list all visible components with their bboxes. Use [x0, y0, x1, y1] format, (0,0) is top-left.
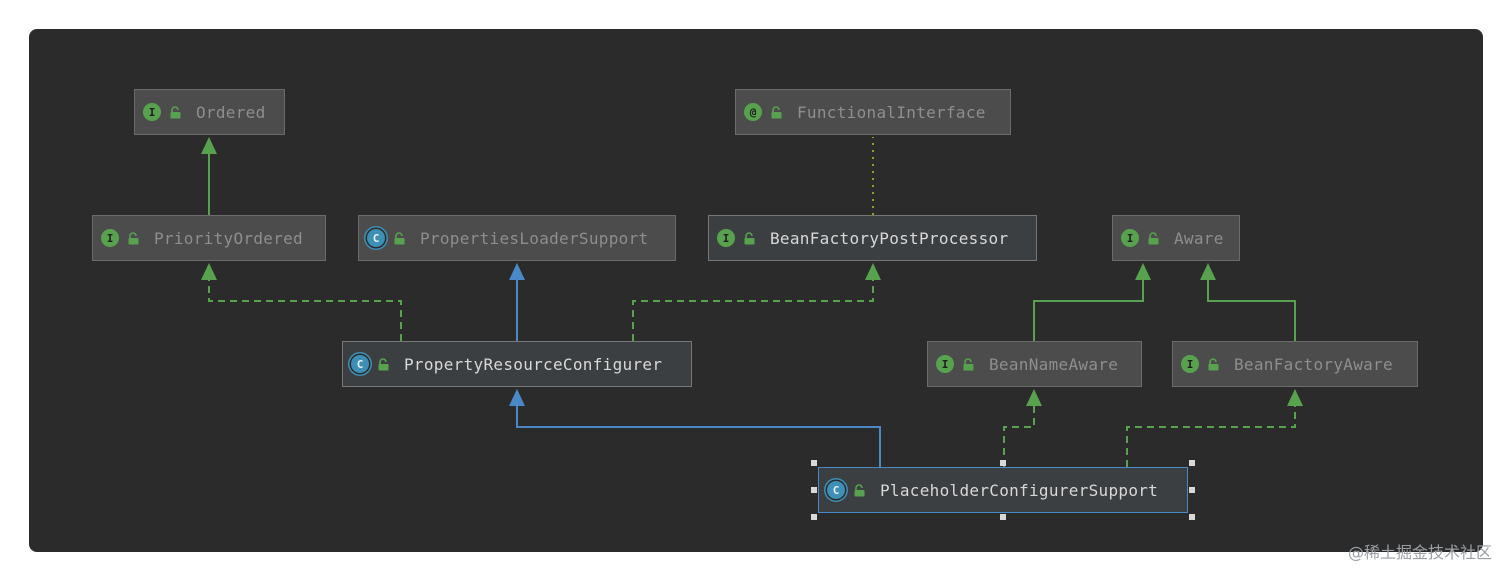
selection-handle[interactable] [1000, 514, 1006, 520]
arrowhead [865, 263, 881, 280]
arrowhead [1287, 389, 1303, 406]
unlock-icon [128, 231, 139, 244]
class-icon: C [367, 229, 385, 247]
unlock-icon [394, 231, 405, 244]
node-aware[interactable]: I Aware [1112, 215, 1240, 261]
selection-handle[interactable] [811, 460, 817, 466]
node-label: BeanFactoryPostProcessor [770, 228, 1009, 248]
unlock-icon [854, 483, 865, 496]
class-icon: C [351, 355, 369, 373]
interface-icon: I [143, 103, 161, 121]
unlock-icon [1208, 357, 1219, 370]
class-icon: C [827, 481, 845, 499]
interface-icon: I [1121, 229, 1139, 247]
node-priority[interactable]: I PriorityOrdered [92, 215, 326, 261]
edge-bfa-to-aware [1200, 263, 1296, 341]
unlock-icon [1148, 231, 1159, 244]
unlock-icon [963, 357, 974, 370]
edge-prc-to-priority [201, 263, 402, 341]
node-label: BeanFactoryAware [1234, 354, 1393, 374]
unlock-icon [744, 231, 755, 244]
interface-icon: I [101, 229, 119, 247]
node-label: BeanNameAware [989, 354, 1119, 374]
edge-priority-to-ordered [201, 137, 217, 215]
node-loader[interactable]: C PropertiesLoaderSupport [358, 215, 676, 261]
node-bfpp[interactable]: I BeanFactoryPostProcessor [708, 215, 1037, 261]
node-label: FunctionalInterface [797, 102, 986, 122]
node-pcs[interactable]: C PlaceholderConfigurerSupport [818, 467, 1188, 513]
node-label: PropertiesLoaderSupport [420, 228, 649, 248]
interface-icon: I [936, 355, 954, 373]
node-label: PlaceholderConfigurerSupport [880, 480, 1159, 500]
annotation-icon: @ [744, 103, 762, 121]
arrowhead [509, 263, 525, 280]
selection-handle[interactable] [1189, 460, 1195, 466]
edge-pcs-to-bna [1003, 389, 1042, 467]
node-label: Ordered [196, 102, 266, 122]
selection-handle[interactable] [1189, 487, 1195, 493]
unlock-icon [771, 105, 782, 118]
arrowhead [201, 263, 217, 280]
arrowhead [1135, 263, 1151, 280]
node-prc[interactable]: C PropertyResourceConfigurer [342, 341, 692, 387]
edge-pcs-to-bfa [1126, 389, 1303, 467]
arrowhead [201, 137, 217, 154]
node-bfa[interactable]: I BeanFactoryAware [1172, 341, 1418, 387]
arrowhead [1200, 263, 1216, 280]
arrowhead [509, 389, 525, 406]
node-label: Aware [1174, 228, 1224, 248]
node-functional[interactable]: @ FunctionalInterface [735, 89, 1011, 135]
watermark: @稀土掘金技术社区 [1347, 543, 1492, 562]
unlock-icon [378, 357, 389, 370]
selection-handle[interactable] [1189, 514, 1195, 520]
edge-prc-to-bfpp [632, 263, 881, 341]
edge-bna-to-aware [1033, 263, 1151, 341]
edge-pcs-to-prc [509, 389, 881, 467]
edge-prc-to-loader [509, 263, 525, 341]
arrowhead [1026, 389, 1042, 406]
selection-handle[interactable] [811, 514, 817, 520]
selection-handle[interactable] [811, 487, 817, 493]
node-label: PropertyResourceConfigurer [404, 354, 663, 374]
node-ordered[interactable]: I Ordered [134, 89, 285, 135]
node-bna[interactable]: I BeanNameAware [927, 341, 1142, 387]
interface-icon: I [717, 229, 735, 247]
selection-handle[interactable] [1000, 460, 1006, 466]
unlock-icon [170, 105, 181, 118]
interface-icon: I [1181, 355, 1199, 373]
node-label: PriorityOrdered [154, 228, 303, 248]
